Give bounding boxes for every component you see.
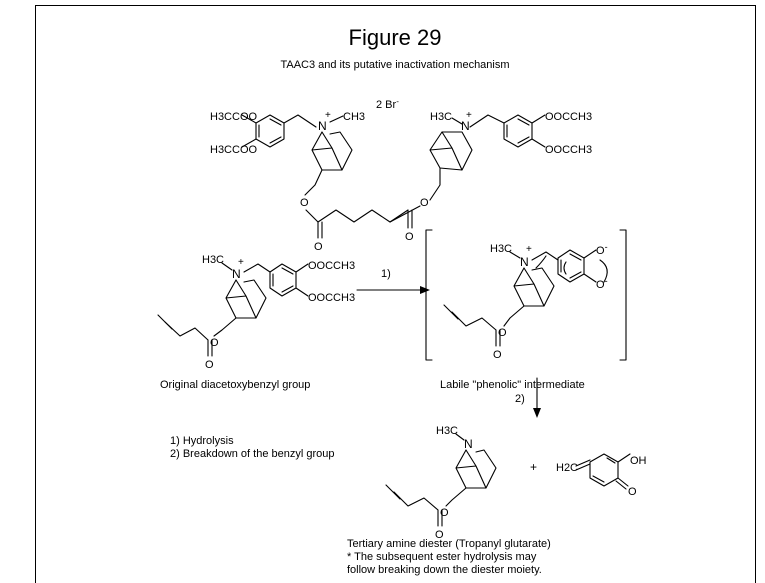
left-acetoxy-1: H3CCOO xyxy=(210,111,258,123)
phenolate-1: O- xyxy=(596,242,608,257)
step2-arrow: 2) xyxy=(515,377,541,418)
right-acetoxy-2: OOCCH3 xyxy=(545,144,592,156)
quinone-hydroxyl: OH xyxy=(630,455,647,467)
product-n-methyl: H3C xyxy=(436,425,458,437)
legend-item-hydrolysis: 1) Hydrolysis xyxy=(170,435,234,447)
intermediate-ester-oxygen: O xyxy=(498,327,507,339)
right-benzene-ring xyxy=(503,114,533,148)
original-nitrogen: N xyxy=(232,267,241,281)
legend-item-breakdown: 2) Breakdown of the benzyl group xyxy=(170,448,335,460)
right-charge: + xyxy=(466,110,472,121)
product-nitrogen: N xyxy=(464,437,473,451)
left-ester-oxygen: O xyxy=(300,197,309,209)
carbonyl-oxygen-left: O xyxy=(314,241,323,253)
left-nitrogen: N xyxy=(318,119,327,133)
phenolate-2: O- xyxy=(596,276,608,291)
tropanyl-glutarate-product: H3C N O O xyxy=(385,425,497,541)
step1-label: 1) xyxy=(381,268,391,280)
left-charge: + xyxy=(325,110,331,121)
right-nitrogen: N xyxy=(461,119,470,133)
counterion-label: 2 Br- xyxy=(376,97,399,111)
product-carbonyl-oxygen: O xyxy=(435,529,444,541)
right-ester-oxygen: O xyxy=(420,197,429,209)
left-n-methyl: CH3 xyxy=(343,111,365,123)
plus-sign: + xyxy=(530,460,537,474)
carbonyl-oxygen-right: O xyxy=(405,231,414,243)
intermediate-structure: H3C N + O- O- O O Labile "phenolic" inte… xyxy=(425,229,627,391)
quinone-oxygen: O xyxy=(628,486,637,498)
taac3-structure: 2 Br- H3CCOO H3CCOO N + CH3 O O O O N + … xyxy=(210,97,592,253)
original-structure: H3C N + OOCCH3 OOCCH3 O O Original diace… xyxy=(157,254,355,391)
intermediate-caption: Labile "phenolic" intermediate xyxy=(440,379,585,391)
left-benzene-ring xyxy=(255,114,285,148)
intermediate-charge: + xyxy=(526,244,532,255)
product-caption-2: * The subsequent ester hydrolysis may xyxy=(347,551,537,563)
quinone-methylene: H2C xyxy=(556,462,578,474)
left-acetoxy-2: H3CCOO xyxy=(210,144,258,156)
step2-label: 2) xyxy=(515,393,525,405)
original-carbonyl-oxygen: O xyxy=(205,359,214,371)
step1-arrow: 1) xyxy=(356,268,430,294)
original-acetoxy-1: OOCCH3 xyxy=(308,260,355,272)
product-caption-3: follow breaking down the diester moiety. xyxy=(347,564,542,576)
original-caption: Original diacetoxybenzyl group xyxy=(160,379,310,391)
quinone-methide-product: H2C OH O xyxy=(556,453,647,498)
figure-title: Figure 29 xyxy=(349,25,442,50)
right-acetoxy-1: OOCCH3 xyxy=(545,111,592,123)
product-caption-1: Tertiary amine diester (Tropanyl glutara… xyxy=(347,538,551,550)
intermediate-n-methyl: H3C xyxy=(490,243,512,255)
figure-subtitle: TAAC3 and its putative inactivation mech… xyxy=(280,59,509,71)
product-ester-oxygen: O xyxy=(440,507,449,519)
original-ester-oxygen: O xyxy=(210,337,219,349)
original-charge: + xyxy=(238,257,244,268)
figure-frame xyxy=(35,5,756,583)
intermediate-nitrogen: N xyxy=(520,255,529,269)
original-acetoxy-2: OOCCH3 xyxy=(308,292,355,304)
intermediate-carbonyl-oxygen: O xyxy=(493,349,502,361)
original-n-methyl: H3C xyxy=(202,254,224,266)
right-n-methyl: H3C xyxy=(430,111,452,123)
